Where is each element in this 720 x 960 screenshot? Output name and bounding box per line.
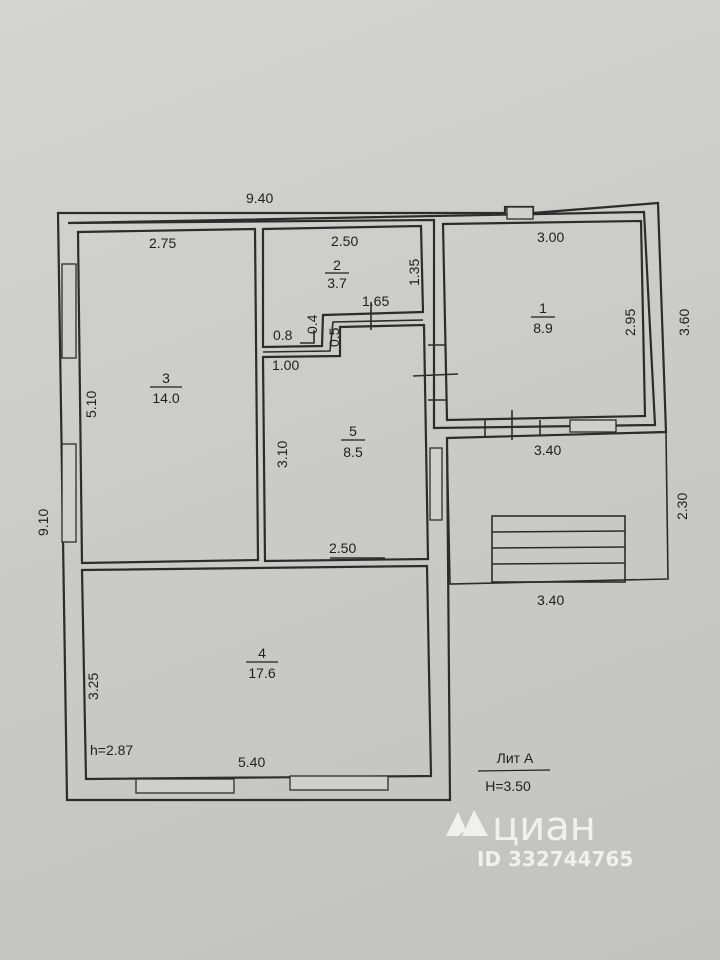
cian-watermark: циан ID 332744765 — [446, 804, 633, 871]
cian-logo-icon — [446, 810, 488, 836]
room-label-3: 3 14.0 — [150, 370, 182, 406]
building-name: Лит А — [497, 750, 534, 766]
dim-corridor-e: 1.00 — [272, 357, 299, 373]
corridor-step-2 — [300, 330, 315, 344]
room-label-1: 1 8.9 — [531, 300, 555, 336]
dim-corridor-b: 0.8 — [273, 327, 293, 343]
window-room1-bottom — [569, 419, 617, 433]
dim-corridor-d: 0.5 — [326, 327, 342, 347]
room-5-number: 5 — [349, 423, 357, 439]
room-1-area: 8.9 — [533, 320, 553, 336]
door-mark-1 — [412, 373, 459, 377]
dim-right-height: 3.60 — [676, 309, 692, 336]
room-label-5: 5 8.5 — [341, 423, 365, 460]
room-4-number: 4 — [258, 645, 266, 661]
room-3-area: 14.0 — [152, 390, 179, 406]
dim-room5-width: 2.50 — [329, 540, 356, 556]
dim-room1-bottom: 3.40 — [534, 442, 561, 458]
room-3-outline — [76, 227, 260, 565]
window-room3-upper — [61, 263, 77, 359]
porch-stairs — [491, 515, 626, 583]
dim-corridor-a: 1.65 — [362, 293, 389, 309]
dim-overall-width: 9.40 — [246, 190, 273, 206]
room-4-outline — [80, 564, 433, 781]
room-label-2: 2 3.7 — [325, 257, 349, 291]
dim-overall-height: 9.10 — [35, 509, 51, 536]
porch-outline — [446, 431, 669, 585]
building-height: H=3.50 — [485, 778, 531, 794]
dim-room3-height: 5.10 — [83, 391, 99, 418]
ceiling-height: h=2.87 — [90, 742, 133, 758]
building-label: Лит А H=3.50 — [477, 750, 551, 794]
outer-wall — [56, 201, 668, 802]
watermark-brand: циан — [492, 804, 596, 850]
dim-room3-width: 2.75 — [149, 235, 176, 251]
outer-wall-inner-line — [67, 210, 657, 430]
dim-room5-height: 3.10 — [274, 441, 290, 468]
room-1-number: 1 — [539, 300, 547, 316]
room-label-4: 4 17.6 — [246, 645, 278, 681]
window-room5-side — [429, 447, 443, 521]
dim-room1-width: 3.00 — [537, 229, 564, 245]
room-2-outline — [261, 224, 425, 349]
dim-room4-height: 3.25 — [85, 673, 101, 700]
dim-porch-width: 3.40 — [537, 592, 564, 608]
dim-room2-width: 2.50 — [331, 233, 358, 249]
window-room1-top — [506, 206, 534, 220]
corridor-step — [262, 319, 424, 353]
dim-room1-height: 2.95 — [622, 309, 638, 336]
room-5-area: 8.5 — [343, 444, 363, 460]
room-5-outline — [261, 323, 430, 563]
room-2-number: 2 — [333, 257, 341, 273]
window-room4-right — [289, 775, 389, 791]
dim-corridor-c: 0.4 — [304, 314, 320, 334]
dim-porch-height: 2.30 — [674, 493, 690, 520]
room-1-outline — [441, 219, 647, 422]
room-2-area: 3.7 — [327, 275, 347, 291]
window-room3-lower — [61, 443, 77, 543]
dim-room4-width: 5.40 — [238, 754, 265, 770]
room-4-area: 17.6 — [248, 665, 275, 681]
room-3-number: 3 — [162, 370, 170, 386]
window-room4-left — [135, 778, 235, 794]
dim-room2-height: 1.35 — [406, 259, 422, 286]
watermark-id: ID 332744765 — [477, 847, 633, 871]
